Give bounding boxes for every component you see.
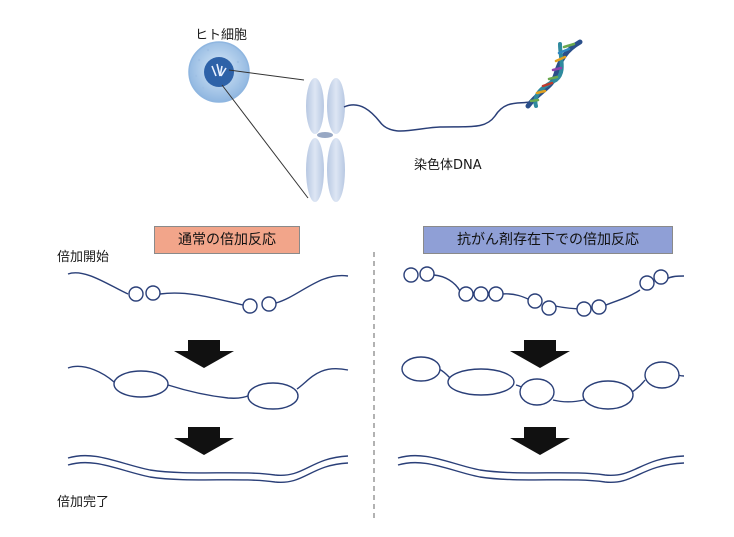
dna-helix-icon xyxy=(525,39,583,109)
right-bubbles xyxy=(401,266,680,410)
human-cell-icon xyxy=(188,41,250,103)
down-arrow-icon xyxy=(174,427,234,455)
chromosome-icon xyxy=(306,78,345,202)
replication-bubble xyxy=(113,370,169,398)
replication-bubble xyxy=(261,296,277,312)
anticancer-reaction-title: 抗がん剤存在下での倍加反応 xyxy=(423,226,673,254)
down-arrow-icon xyxy=(510,427,570,455)
chromosome-dna-strand xyxy=(343,101,531,132)
replication-start-label: 倍加開始 xyxy=(57,250,110,265)
down-arrow-icon xyxy=(174,340,234,368)
replication-bubble xyxy=(247,382,299,410)
down-arrow-icon xyxy=(510,340,570,368)
cell-label: ヒト細胞 xyxy=(195,28,248,43)
chromosome-dna-label: 染色体DNA xyxy=(414,158,482,173)
replication-bubble xyxy=(242,298,258,314)
zoom-line-bottom xyxy=(221,84,309,199)
replication-bubble xyxy=(145,285,161,301)
normal-reaction-title: 通常の倍加反応 xyxy=(154,226,300,254)
left-bubbles xyxy=(113,285,299,410)
left-strands xyxy=(67,272,349,483)
zoom-line-top xyxy=(228,69,305,81)
strand-segment xyxy=(67,272,129,295)
replication-bubble xyxy=(128,286,144,302)
replication-complete-label: 倍加完了 xyxy=(57,495,110,510)
